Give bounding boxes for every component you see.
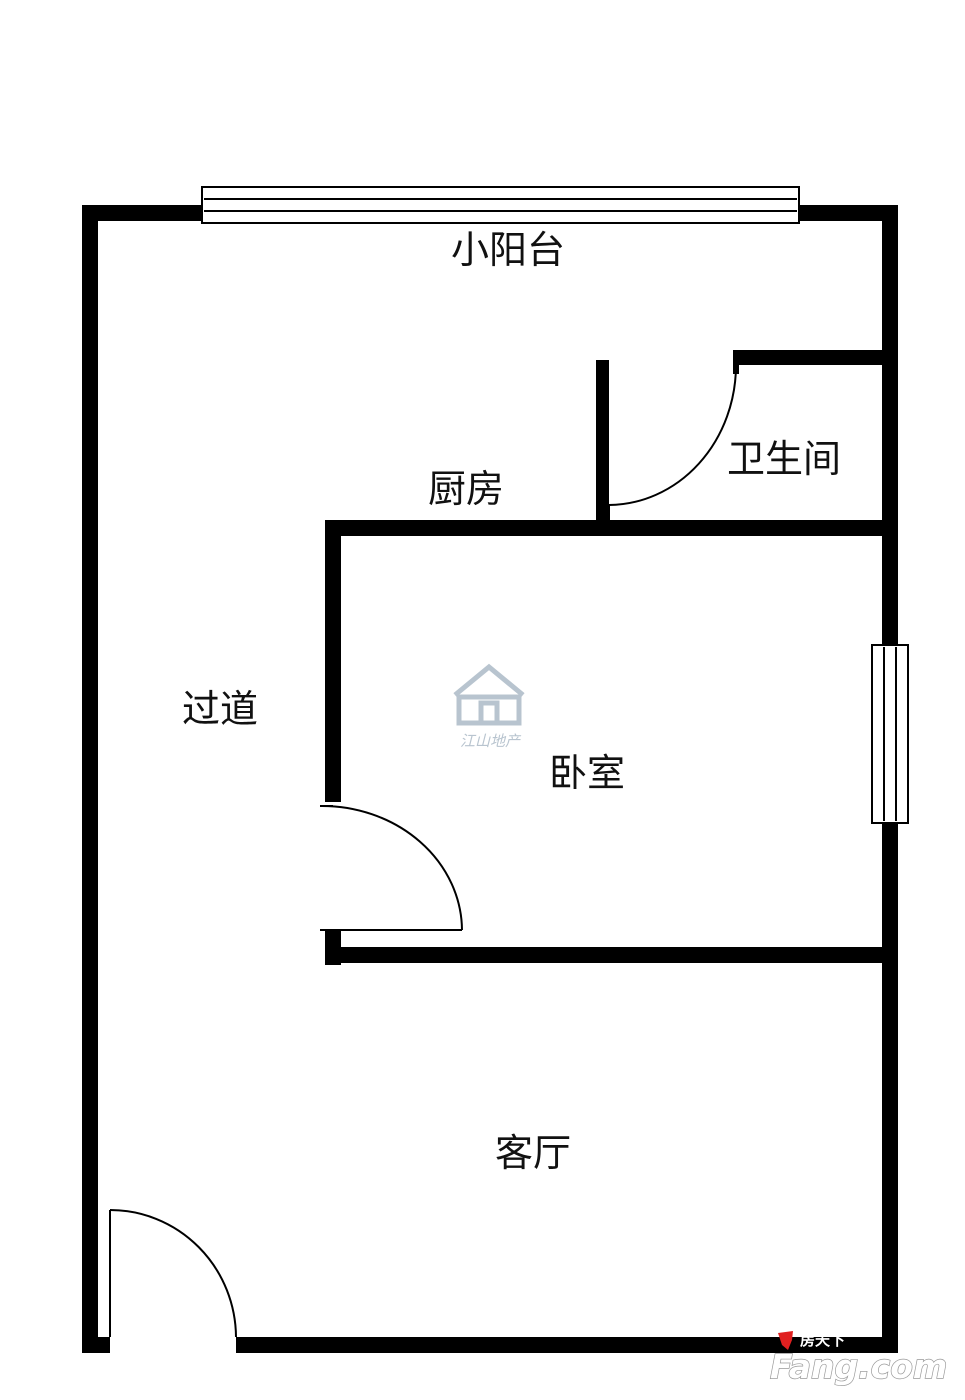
brand-logo: 房天下 Fang.com <box>769 1331 948 1387</box>
bedroom-door-arc <box>319 804 463 931</box>
outer-wall-top-right <box>797 205 898 221</box>
brand-name-en: Fang.com <box>770 1347 947 1386</box>
outer-wall-top-left <box>82 205 204 221</box>
walls <box>82 205 898 1353</box>
bathroom-wall-top <box>733 350 882 365</box>
room-label-balcony: 小阳台 <box>451 228 565 272</box>
room-label-bedroom: 卧室 <box>549 751 625 795</box>
outer-wall-right-lower <box>882 822 898 1352</box>
kitchen-bathroom-partition <box>596 360 609 528</box>
room-label-kitchen: 厨房 <box>428 467 504 511</box>
outer-wall-left <box>82 205 98 1353</box>
bathroom-door-arc <box>608 364 737 506</box>
bedroom-window <box>871 644 909 824</box>
watermark-house-icon <box>453 663 525 726</box>
room-label-living-room: 客厅 <box>495 1131 571 1175</box>
balcony-window <box>201 186 800 224</box>
entrance-jamb <box>98 1337 110 1353</box>
bedroom-wall-top <box>325 520 882 536</box>
outer-wall-right <box>882 205 898 645</box>
bedroom-wall-bottom <box>325 947 882 963</box>
brand-name-cn: 房天下 <box>800 1331 845 1349</box>
room-label-bathroom: 卫生间 <box>727 437 841 481</box>
bedroom-wall-left <box>325 520 341 802</box>
bathroom-door-jamb <box>733 350 739 374</box>
brand-logo-icon <box>778 1331 793 1350</box>
outer-wall-bottom <box>236 1337 898 1353</box>
doors <box>109 364 737 1338</box>
room-label-corridor: 过道 <box>182 687 258 731</box>
watermark-text: 江山地产 <box>460 732 522 750</box>
entrance-door-arc <box>109 1209 237 1338</box>
